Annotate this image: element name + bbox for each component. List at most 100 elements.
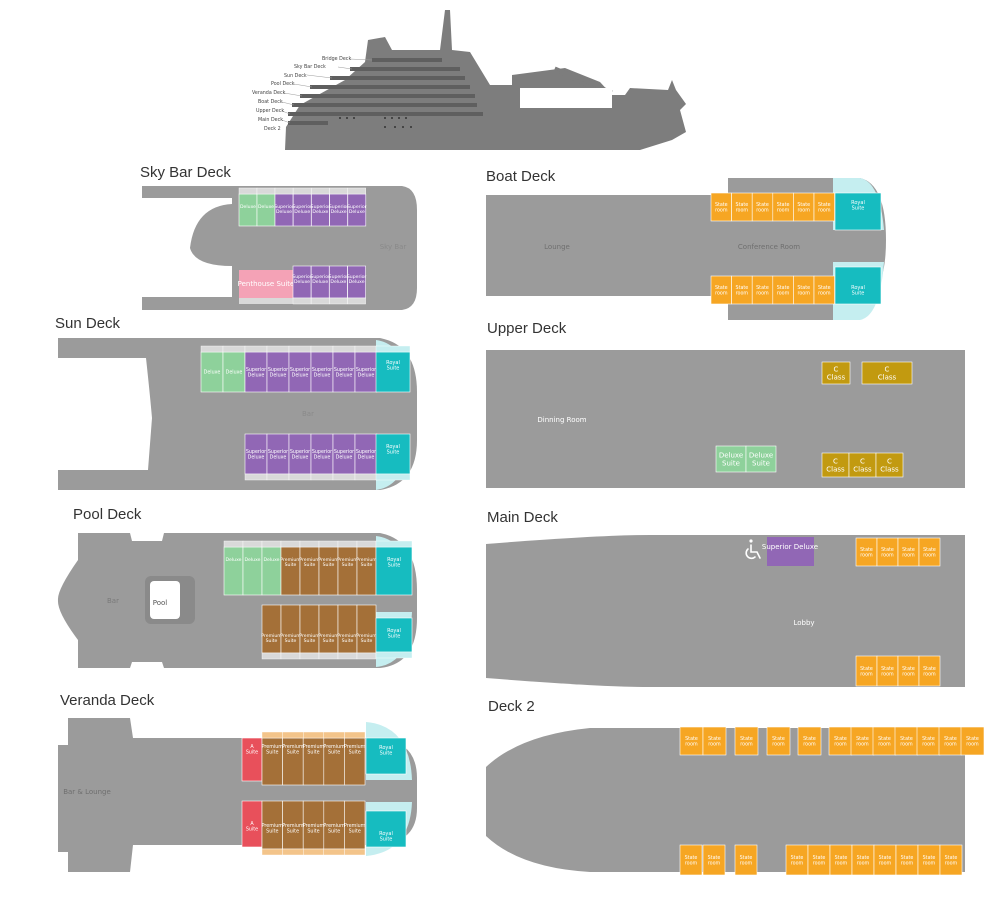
state-room-cabin[interactable] <box>918 537 941 567</box>
deck-area-label: Sky Bar <box>380 243 407 251</box>
deluxe-label: Deluxe <box>245 557 261 563</box>
c-class-cabin[interactable] <box>821 361 851 385</box>
swimming-pool[interactable] <box>150 581 180 619</box>
profile-label: Bridge Deck <box>322 56 351 62</box>
deluxe-cabin[interactable] <box>238 193 258 227</box>
state-room-cabin[interactable] <box>766 726 791 756</box>
dining-room-label: Dinning Room <box>537 416 586 424</box>
balcony <box>261 652 282 660</box>
balcony <box>239 298 293 304</box>
state-room-cabin[interactable] <box>813 275 835 305</box>
balcony <box>354 473 378 481</box>
pool-label: Pool <box>153 599 168 607</box>
balcony <box>261 540 282 548</box>
profile-label: Deck 2 <box>264 126 281 132</box>
royal-suite-cabin[interactable] <box>834 192 882 231</box>
profile-recess <box>520 88 612 108</box>
premium-suite-cabin[interactable] <box>261 604 282 654</box>
state-room-cabin[interactable] <box>813 192 835 222</box>
deluxe-cabin[interactable] <box>242 546 263 596</box>
deluxe-suite-cabin[interactable] <box>715 445 747 473</box>
balcony <box>311 297 330 305</box>
deluxe-cabin[interactable] <box>256 193 276 227</box>
deck-area-label: Bar <box>302 410 314 418</box>
balcony <box>354 345 378 353</box>
superior-deluxe-label: Superior Deluxe <box>762 543 818 551</box>
state-room-cabin[interactable] <box>702 726 727 756</box>
deck-title: Pool Deck <box>73 506 142 523</box>
premium-suite-cabin[interactable] <box>356 546 377 596</box>
state-room-cabin[interactable] <box>797 726 822 756</box>
state-room-cabin[interactable] <box>734 844 758 876</box>
superior-deluxe-cabin[interactable] <box>767 537 814 566</box>
royal-suite-cabin[interactable] <box>365 810 407 848</box>
c-class-cabin[interactable] <box>875 452 904 478</box>
state-room-cabin[interactable] <box>960 726 985 756</box>
balcony <box>329 187 348 195</box>
premium-suite-cabin[interactable] <box>299 546 320 596</box>
balcony <box>200 345 224 353</box>
premium-suite-cabin[interactable] <box>318 546 339 596</box>
deluxe-suite-cabin[interactable] <box>745 445 777 473</box>
deluxe-cabin[interactable] <box>223 546 244 596</box>
royal-suite-cabin[interactable] <box>375 433 411 475</box>
c-class-cabin[interactable] <box>861 361 913 385</box>
c-class-cabin[interactable] <box>821 452 850 478</box>
c-class-cabin[interactable] <box>848 452 877 478</box>
deck-area-label: Bar <box>107 597 119 605</box>
premium-suite-cabin[interactable] <box>280 604 301 654</box>
royal-suite-cabin[interactable] <box>375 351 411 393</box>
royal-suite-cabin[interactable] <box>375 617 413 653</box>
royal-suite-cabin[interactable] <box>365 737 407 775</box>
balcony <box>288 473 312 481</box>
premium-suite-cabin[interactable] <box>299 604 320 654</box>
premium-suite-cabin[interactable] <box>356 604 377 654</box>
state-room-cabin[interactable] <box>918 655 941 687</box>
deluxe-cabin[interactable] <box>261 546 282 596</box>
state-room-cabin[interactable] <box>734 726 759 756</box>
deluxe-label: Deluxe <box>258 204 274 210</box>
profile-portholes <box>339 117 412 128</box>
premium-suite-cabin[interactable] <box>337 604 358 654</box>
premium-suite-cabin[interactable] <box>280 546 301 596</box>
premium-suite-cabin[interactable] <box>318 604 339 654</box>
premium-suite-cabin[interactable] <box>337 546 358 596</box>
penthouse-suite-cabin[interactable] <box>239 270 293 298</box>
royal-suite-cabin[interactable] <box>375 546 413 596</box>
royal-suite-cabin[interactable] <box>834 266 882 305</box>
profile-label: Sun Deck <box>284 73 307 79</box>
profile-label: Veranda Deck <box>252 90 286 96</box>
accessible-icon <box>745 539 761 560</box>
state-room-cabin[interactable] <box>679 844 703 876</box>
state-room-cabin[interactable] <box>939 844 963 876</box>
state-room-cabin[interactable] <box>702 844 726 876</box>
profile-label: Sky Bar Deck <box>294 64 326 70</box>
balcony <box>347 187 366 195</box>
